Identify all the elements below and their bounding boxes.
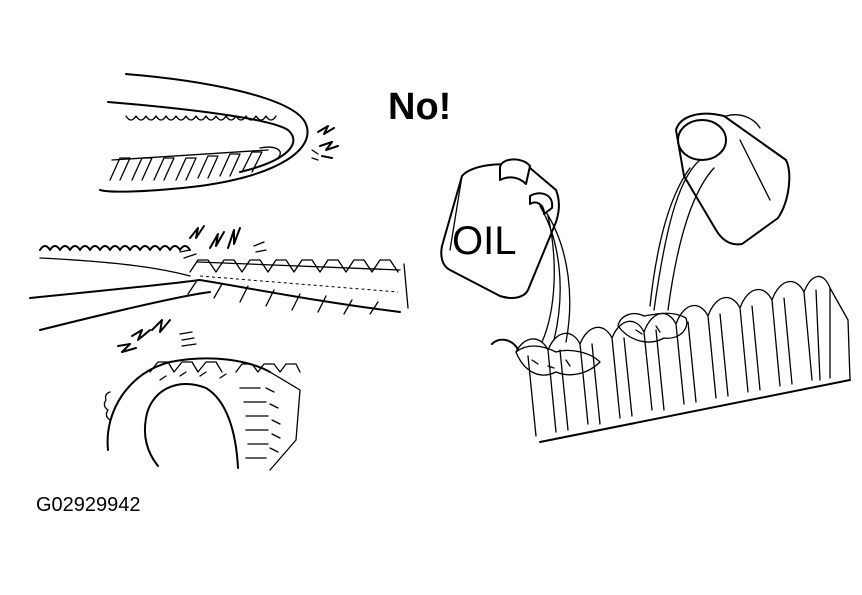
oil-label: OIL	[452, 219, 516, 263]
oil-can-icon: OIL	[440, 158, 571, 343]
warning-text: No!	[388, 86, 452, 128]
bent-belt-icon	[99, 73, 339, 193]
figure-code: G02929942	[36, 494, 141, 516]
water-bucket-icon	[649, 112, 791, 311]
twisted-belt-icon	[29, 225, 409, 331]
kinked-belt-icon	[103, 319, 301, 471]
toothed-belt-icon	[491, 275, 851, 443]
